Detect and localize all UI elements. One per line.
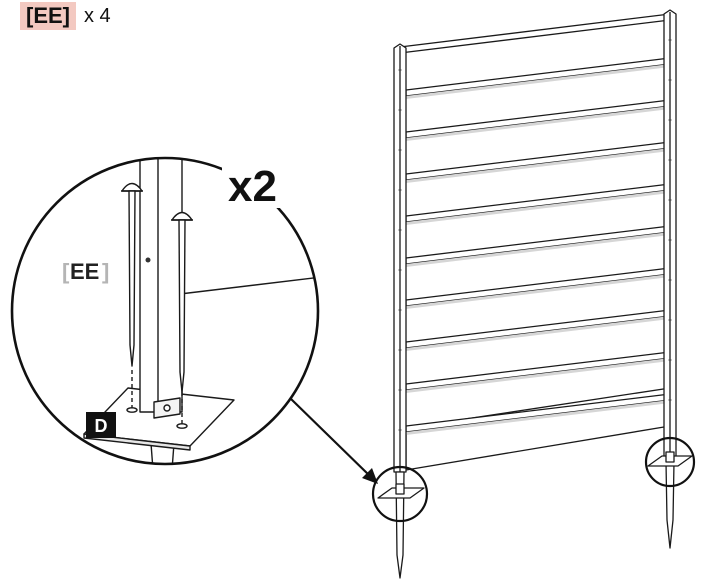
panel-slat-shadow [406, 64, 670, 99]
post-hole [398, 68, 402, 72]
panel-slat-shadow [406, 232, 670, 267]
post-hole [668, 318, 672, 322]
post-hole [398, 148, 402, 152]
panel-slat-shadow [406, 106, 670, 141]
panel-slat-shadow [406, 274, 670, 309]
part-code-badge: [EE] [20, 2, 76, 30]
post-hole [668, 198, 672, 202]
panel-top-rail [399, 13, 671, 54]
peg-bracket-right: ] [102, 259, 109, 284]
post-hole [398, 308, 402, 312]
post-hole [398, 428, 402, 432]
panel-slat [405, 351, 671, 391]
post-hole [668, 358, 672, 362]
fence-panel [377, 9, 693, 579]
panel-slat [405, 225, 671, 265]
panel-slat [405, 141, 671, 181]
detail-view: [ EE ] D [10, 156, 320, 466]
part-callout: [EE] x 4 [20, 2, 111, 30]
detail-arrow [289, 397, 378, 484]
post-hole [668, 158, 672, 162]
post-hole [398, 268, 402, 272]
panel-slat-shadow [406, 400, 670, 435]
left-post [393, 43, 407, 579]
base-label-badge [86, 412, 116, 438]
right-post-spike [665, 461, 675, 549]
panel-slat [405, 99, 671, 139]
post-hole [668, 118, 672, 122]
right-base-marker [644, 436, 696, 488]
detail-multiplier: x2 [228, 162, 277, 211]
panel-slat-shadow [406, 316, 670, 351]
peg-bracket-left: [ [62, 259, 70, 284]
post-hole [668, 78, 672, 82]
panel-slat [405, 57, 671, 97]
panel-slat [405, 267, 671, 307]
detail-peg-right [171, 211, 193, 393]
panel-slat [405, 309, 671, 349]
left-base-marker [371, 465, 429, 523]
post-hole [398, 108, 402, 112]
peg-label: EE [70, 259, 99, 284]
panel-slat-shadow [406, 190, 670, 225]
post-hole [398, 388, 402, 392]
base-label: D [95, 416, 108, 436]
panel-slat [405, 183, 671, 223]
post-hole [668, 398, 672, 402]
detail-post [139, 158, 183, 419]
post-hole [668, 278, 672, 282]
panel-slat-shadow [406, 148, 670, 183]
panel-slats [405, 57, 671, 435]
post-hole [398, 348, 402, 352]
panel-slat-shadow [406, 358, 670, 393]
post-hole [398, 188, 402, 192]
part-quantity: x 4 [84, 4, 111, 27]
detail-peg-left [121, 182, 143, 367]
post-hole [668, 238, 672, 242]
post-holes [398, 38, 672, 432]
post-hole [398, 228, 402, 232]
post-hole [668, 38, 672, 42]
